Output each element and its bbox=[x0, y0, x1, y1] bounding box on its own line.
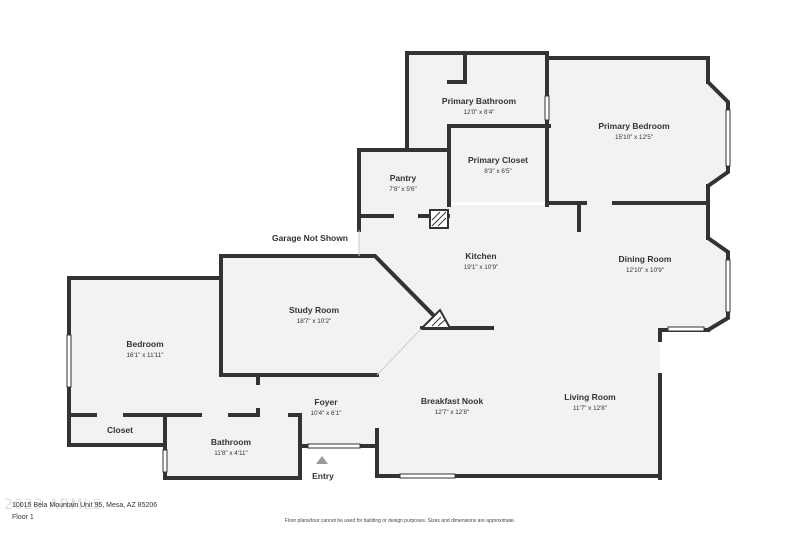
footer-address: 10015 Bela Mountain Unit 95, Mesa, AZ 85… bbox=[12, 502, 158, 509]
hatched-column bbox=[419, 209, 452, 329]
room-primary-bathroom-name: Primary Bathroom bbox=[442, 96, 517, 106]
garage-note: Garage Not Shown bbox=[272, 233, 348, 243]
room-bathroom-name: Bathroom bbox=[211, 437, 252, 447]
windows bbox=[66, 95, 731, 479]
room-bathroom-dims: 11'8" x 4'11" bbox=[214, 450, 248, 457]
room-study-room-dims: 18'7" x 10'2" bbox=[297, 318, 332, 325]
room-primary-closet-name: Primary Closet bbox=[468, 155, 528, 165]
room-breakfast-nook-name: Breakfast Nook bbox=[421, 396, 484, 406]
footer-floor: Floor 1 bbox=[12, 514, 34, 521]
room-living-room-dims: 11'7" x 12'8" bbox=[573, 405, 607, 412]
room-primary-bathroom-dims: 12'0" x 8'4" bbox=[463, 109, 494, 116]
room-dining-room-name: Dining Room bbox=[619, 254, 672, 264]
room-study-room-name: Study Room bbox=[289, 305, 339, 315]
room-dining-room-dims: 12'10" x 10'9" bbox=[626, 267, 664, 274]
watermark: 2023 ARMLS bbox=[4, 497, 103, 513]
room-bedroom-name: Bedroom bbox=[126, 339, 164, 349]
room-foyer-dims: 10'4" x 6'1" bbox=[310, 410, 341, 417]
room-bedroom-dims: 16'1" x 11'11" bbox=[126, 352, 163, 359]
room-foyer-name: Foyer bbox=[314, 397, 338, 407]
room-kitchen-name: Kitchen bbox=[465, 251, 496, 261]
room-pantry-dims: 7'8" x 5'6" bbox=[389, 186, 417, 193]
footer-disclaimer: Floor plans/tour cannot be used for buil… bbox=[284, 518, 516, 524]
room-primary-closet-dims: 8'3" x 6'5" bbox=[484, 168, 512, 175]
room-primary-bedroom-dims: 15'10" x 12'5" bbox=[615, 134, 653, 141]
entry-arrow-icon bbox=[316, 456, 328, 464]
room-primary-bedroom-name: Primary Bedroom bbox=[598, 121, 670, 131]
room-living-room-name: Living Room bbox=[564, 392, 616, 402]
room-kitchen-dims: 19'1" x 10'9" bbox=[464, 264, 499, 271]
openings bbox=[358, 230, 423, 376]
room-closet-name: Closet bbox=[107, 425, 133, 435]
room-pantry-name: Pantry bbox=[390, 173, 417, 183]
floor-fill bbox=[69, 53, 728, 476]
entry-label: Entry bbox=[312, 471, 334, 481]
room-breakfast-nook-dims: 12'7" x 12'8" bbox=[435, 409, 470, 416]
room-labels: Primary Bathroom 12'0" x 8'4" Primary Be… bbox=[107, 96, 672, 481]
